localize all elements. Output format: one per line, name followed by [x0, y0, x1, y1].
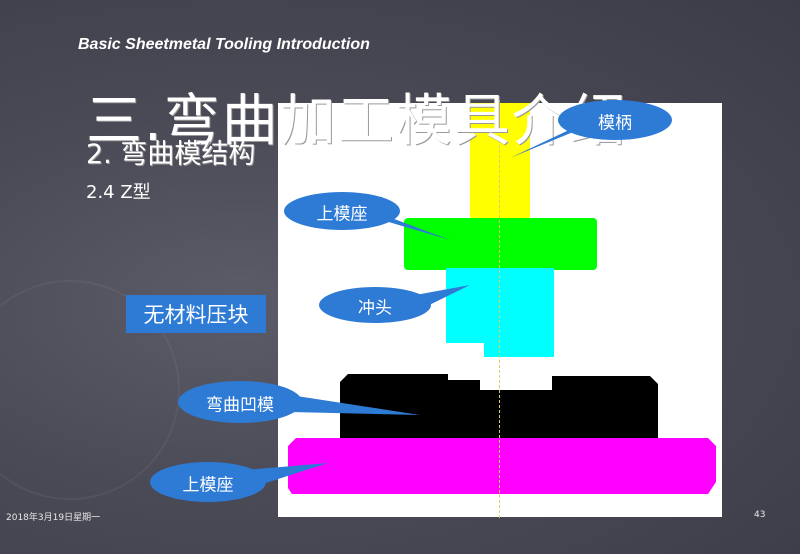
header-title: Basic Sheetmetal Tooling Introduction [78, 36, 370, 53]
callout-handle-label: 模柄 [598, 113, 632, 134]
callout-bending-die-bubble [178, 381, 420, 423]
punch-tip-shape [484, 341, 554, 357]
section-heading: 2.4 Z型 [86, 182, 151, 203]
callout-upper-seat-bottom-bubble [150, 462, 328, 502]
die-handle-shape [470, 103, 530, 220]
callout-bending-die-label: 弯曲凹模 [206, 395, 274, 416]
callout-upper-seat-bottom-label: 上模座 [182, 475, 234, 496]
callout-punch-label: 冲头 [358, 298, 392, 319]
note-box: 无材料压块 [126, 295, 266, 333]
callout-upper-seat-top-label: 上模座 [316, 204, 368, 225]
callout-punch-bubble [319, 285, 470, 323]
upper-die-seat-shape [404, 218, 597, 270]
footer-page-number: 43 [754, 510, 766, 520]
footer-date: 2018年3月19日星期一 [6, 513, 101, 523]
slide-subtitle: 2. 弯曲模结构 [86, 139, 256, 170]
center-line [499, 100, 500, 518]
callout-upper-seat-top-bubble [284, 192, 450, 240]
lower-die-seat-shape [288, 438, 716, 494]
punch-shape [446, 268, 554, 343]
slide-main-title: 三.弯曲加工模具介绍 [86, 89, 628, 154]
callout-handle-bubble [510, 100, 672, 158]
